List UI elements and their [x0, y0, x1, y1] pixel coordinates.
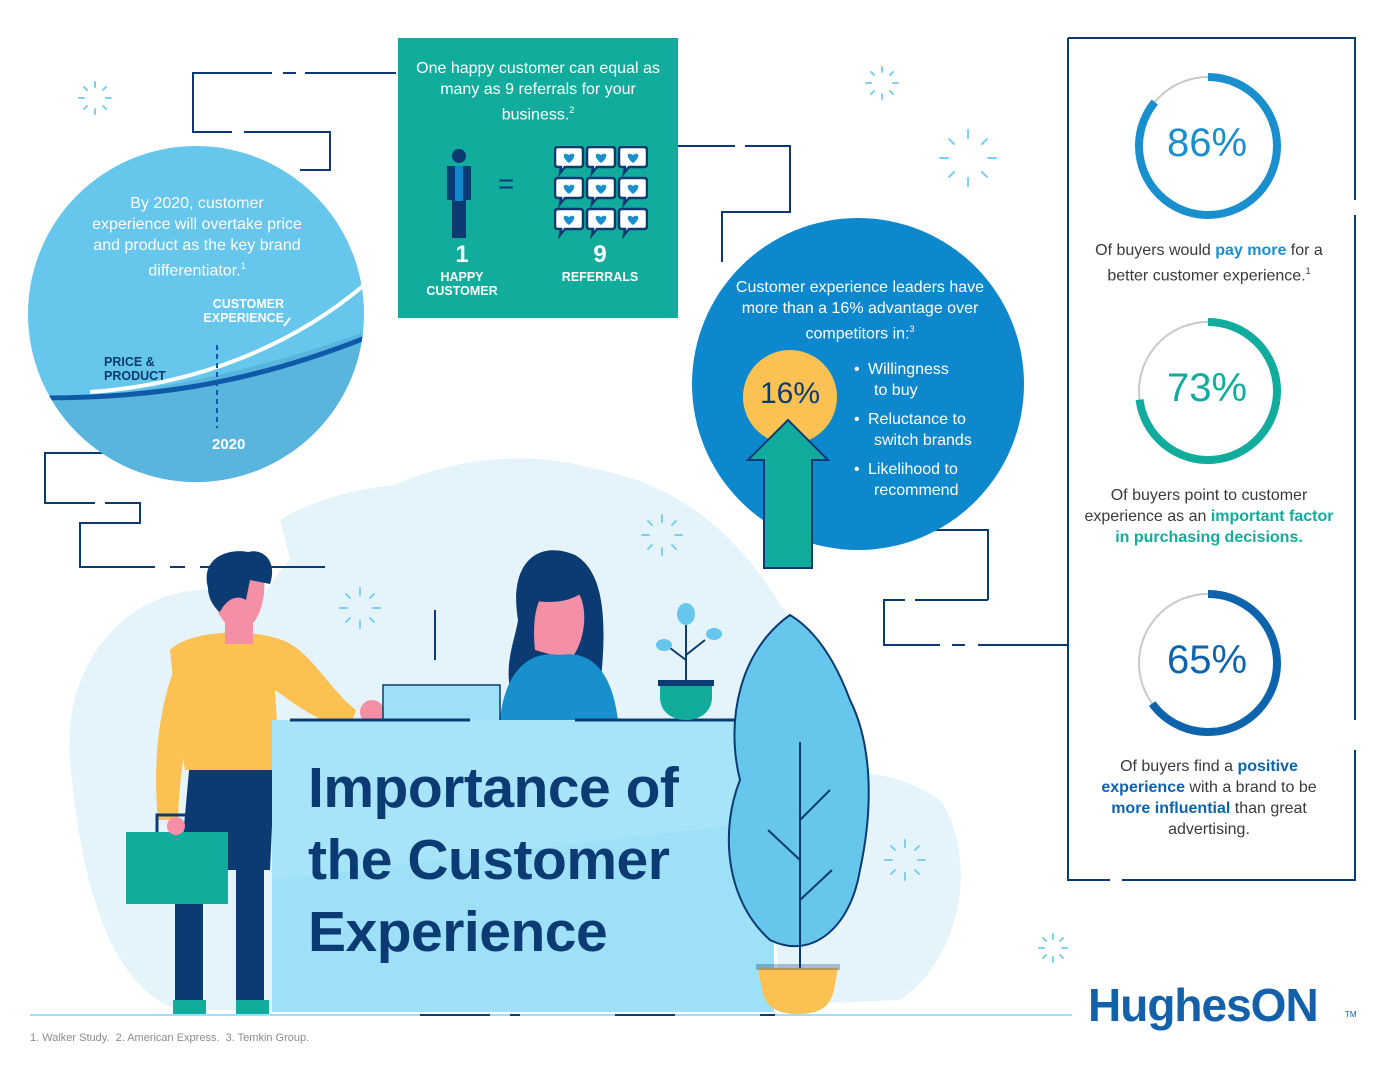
referral-box: One happy customer can equal as many as …	[398, 38, 678, 318]
ring-progress	[1135, 318, 1281, 464]
referral-text: One happy customer can equal as many as …	[416, 60, 660, 124]
man-figure	[126, 551, 384, 1014]
heart-icon	[595, 215, 607, 225]
stat-65-desc: Of buyers find a positive experience wit…	[1101, 758, 1317, 838]
right-label: REFERRALS	[561, 270, 639, 284]
heart-icon	[563, 215, 575, 225]
trademark-symbol: TM	[1345, 1010, 1357, 1019]
heart-bubbles-icon	[554, 146, 648, 240]
page-title: Importance of the Customer Experience	[308, 756, 679, 964]
floor-plant	[727, 613, 870, 1014]
heart-icon	[595, 184, 607, 194]
lower-circle-tint	[28, 330, 364, 482]
price-product-label: PRICE &PRODUCT	[104, 355, 166, 383]
heart-icon	[627, 153, 639, 163]
badge-circle	[743, 350, 837, 444]
heart-icon	[563, 153, 575, 163]
right-number: 9	[593, 241, 607, 268]
heart-icon	[595, 153, 607, 163]
price-product-line	[39, 333, 364, 401]
person-icon	[447, 149, 471, 238]
leaders-text: Customer experience leaders have more th…	[735, 279, 985, 343]
heart-icon	[627, 215, 639, 225]
background-blob	[280, 483, 560, 600]
customer-label-pointer	[283, 317, 291, 327]
stat-86-value: 86%	[1166, 121, 1248, 165]
customer-experience-line	[89, 278, 364, 394]
stat-65-value: 65%	[1166, 638, 1248, 682]
up-arrow-icon	[745, 418, 831, 569]
stat-73-value: 73%	[1166, 366, 1248, 410]
year-label: 2020	[212, 436, 246, 453]
heart-icon	[563, 184, 575, 194]
sparkle-icons	[78, 66, 1068, 963]
footnotes: 1. Walker Study. 2. American Express. 3.…	[30, 1032, 310, 1044]
badge-16-percent: 16%	[759, 377, 821, 410]
equals-sign: =	[498, 168, 515, 199]
stat-86-desc: Of buyers would pay more for a better cu…	[1095, 242, 1323, 285]
heart-icon	[627, 184, 639, 194]
ring-progress	[1135, 73, 1281, 219]
ring-progress	[1148, 590, 1281, 736]
stat-73-desc: Of buyers point to customer experience a…	[1084, 487, 1334, 546]
circle-2020-text: By 2020, customer experience will overta…	[92, 195, 302, 280]
desk-plant	[656, 603, 722, 720]
left-number: 1	[455, 241, 469, 268]
stat-rings	[1135, 73, 1281, 736]
woman-figure	[382, 550, 618, 724]
hughes-on-logo: HughesON	[1088, 979, 1319, 1031]
